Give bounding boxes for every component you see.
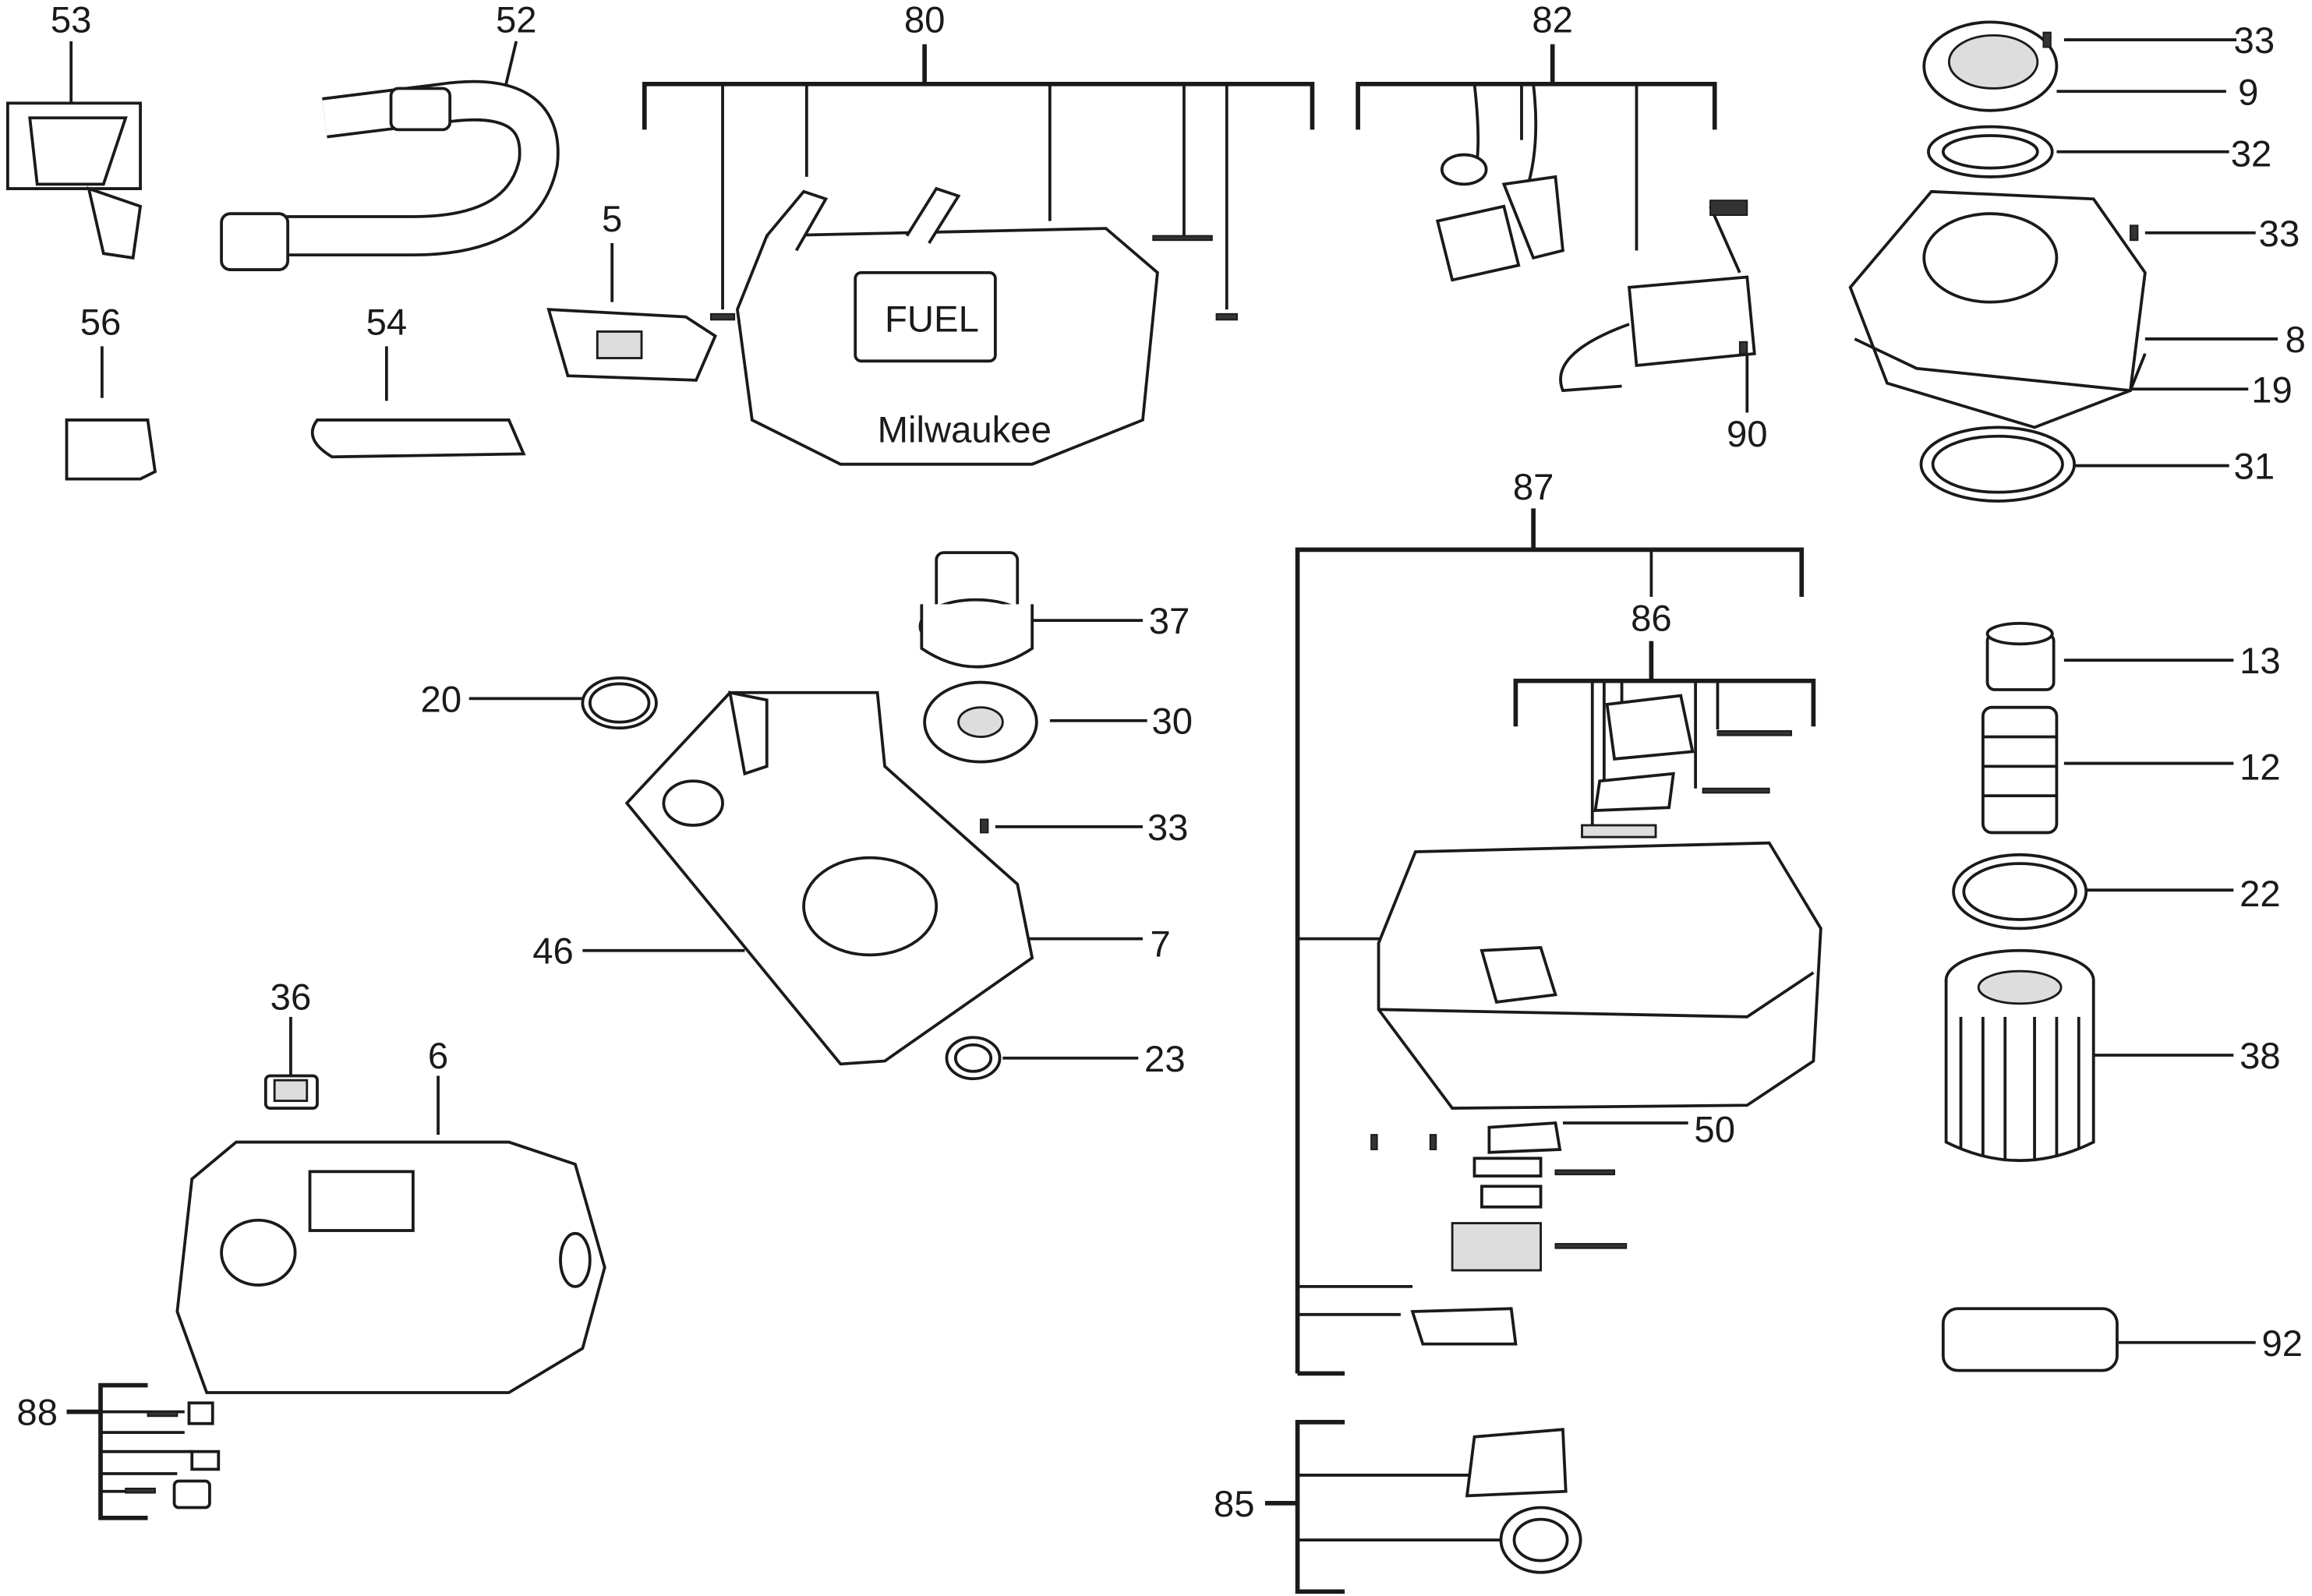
part-23-seal	[945, 1036, 1002, 1081]
label-33: 33	[2259, 214, 2300, 255]
label-56: 56	[80, 302, 122, 343]
bracket-86	[1513, 641, 1816, 825]
label-53: 53	[51, 0, 92, 41]
label-31: 31	[2234, 447, 2275, 488]
label-52: 52	[496, 0, 537, 41]
part-56-adapter	[65, 418, 157, 481]
part-92-label	[1941, 1307, 2119, 1372]
label-46: 46	[532, 931, 574, 973]
part-30-fan	[923, 680, 1038, 764]
label-50: 50	[1694, 1110, 1735, 1151]
label-88: 88	[16, 1393, 58, 1434]
part-50-latch-parts	[1370, 1121, 1628, 1346]
label-86: 86	[1631, 598, 1672, 639]
label-87: 87	[1513, 467, 1554, 508]
leader-lines	[69, 38, 2278, 1344]
part-52-hose	[220, 79, 560, 271]
part-5-switch-plate	[546, 308, 717, 382]
label-13: 13	[2240, 641, 2281, 682]
label-36: 36	[270, 976, 312, 1018]
label-38: 38	[2240, 1036, 2281, 1077]
label-32: 32	[2231, 134, 2272, 175]
part-37-motor	[918, 551, 1034, 669]
part-20-oring	[581, 676, 658, 730]
label-30: 30	[1152, 701, 1193, 743]
part-32-seal	[1927, 125, 2054, 178]
fuel-badge: FUEL	[885, 298, 979, 340]
milwaukee-logo: Milwaukee	[878, 409, 1052, 450]
label-82: 82	[1532, 0, 1573, 41]
part-86-brackets	[1581, 694, 1792, 839]
label-6: 6	[428, 1036, 448, 1077]
part-36-switch	[263, 1074, 319, 1110]
label-80: 80	[904, 0, 946, 41]
label-33: 33	[1147, 807, 1189, 849]
label-33: 33	[2234, 20, 2275, 62]
part-8-housing	[1848, 189, 2147, 429]
part-31-seal	[1919, 425, 2077, 503]
label-37: 37	[1149, 601, 1190, 642]
screws	[980, 31, 2139, 834]
part-88-small-parts	[125, 1401, 221, 1509]
bracket-85	[1264, 1420, 1511, 1594]
label-19: 19	[2251, 369, 2293, 411]
label-12: 12	[2240, 747, 2281, 788]
part-82-electronics	[1435, 153, 1756, 393]
part-87-collection-tank	[1377, 841, 1822, 1110]
label-54: 54	[366, 302, 408, 343]
part-12-cage	[1981, 705, 2059, 835]
label-8: 8	[2285, 320, 2306, 361]
bracket-88	[66, 1382, 193, 1520]
part-9-cap	[1922, 20, 2059, 112]
label-7: 7	[1151, 923, 1171, 965]
label-85: 85	[1214, 1484, 1255, 1525]
part-7-chassis	[624, 690, 1034, 1066]
label-20: 20	[421, 679, 462, 720]
label-22: 22	[2240, 874, 2281, 915]
part-38-filter	[1944, 948, 2095, 1162]
label-9: 9	[2238, 72, 2258, 113]
part-22-seal	[1952, 853, 2088, 930]
part-85-door	[1465, 1428, 1582, 1574]
bracket-87	[1295, 508, 1805, 1376]
bracket-80	[642, 44, 1315, 310]
part-labels: 53 52 80 82 33 9 32 33 8 19 31 5 56 54 9…	[16, 0, 2306, 1525]
label-90: 90	[1727, 414, 1768, 455]
bracket-82	[1356, 44, 1717, 251]
part-80-top-cover: FUEL Milwaukee	[709, 186, 1238, 466]
label-92: 92	[2261, 1323, 2303, 1365]
part-53-floor-nozzle	[5, 101, 143, 260]
part-54-crevice-tool	[310, 418, 526, 459]
part-6-housing	[175, 1140, 606, 1394]
label-23: 23	[1144, 1039, 1186, 1080]
part-13-cap	[1985, 622, 2056, 691]
label-5: 5	[602, 199, 622, 240]
